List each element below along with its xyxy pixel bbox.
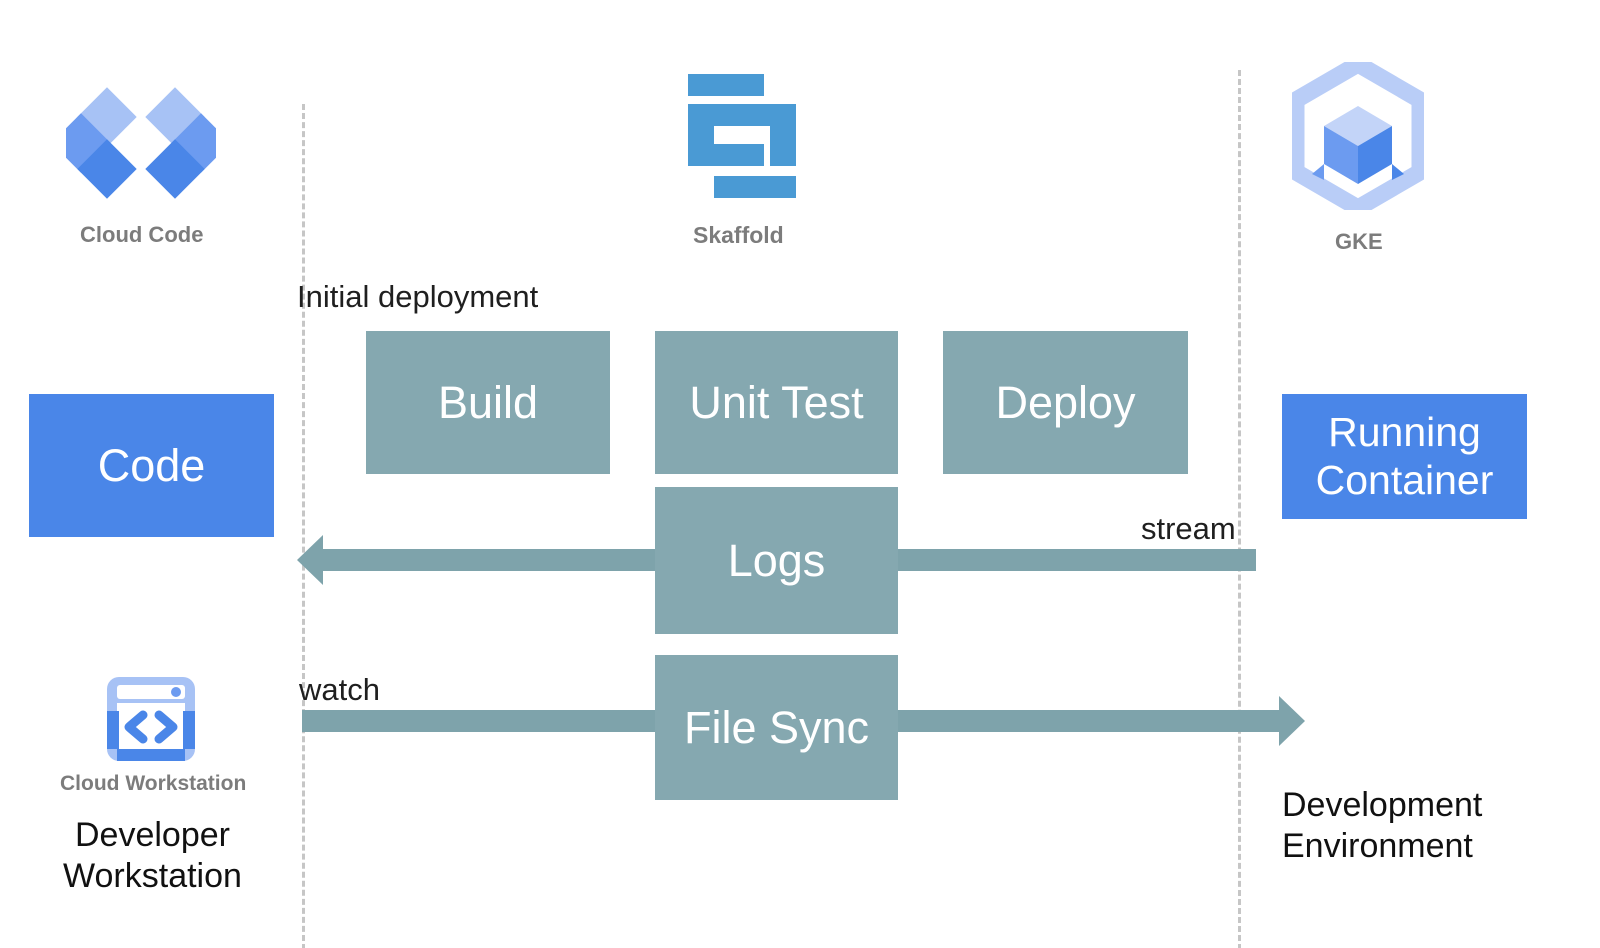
- stage-box-file-sync[interactable]: File Sync: [655, 655, 898, 800]
- gke-label: GKE: [1335, 229, 1383, 254]
- stage-box-logs[interactable]: Logs: [655, 487, 898, 634]
- gke-logo: [1287, 55, 1429, 217]
- boundary-line-left: [302, 104, 305, 948]
- developer-workstation-line1: Developer: [75, 816, 230, 854]
- cloud-code-logo: [51, 80, 231, 200]
- cloud-workstation-label: Cloud Workstation: [60, 772, 247, 795]
- logs-arrow-head: [297, 535, 323, 585]
- boundary-line-right: [1238, 70, 1241, 948]
- skaffold-logo: [684, 74, 800, 198]
- stage-box-deploy[interactable]: Deploy: [943, 331, 1188, 474]
- stage-box-unit-test[interactable]: Unit Test: [655, 331, 898, 474]
- flow-label-stream: stream: [1141, 511, 1236, 546]
- flow-label-initial-deployment: Initial deployment: [297, 279, 539, 314]
- cloud-workstation-logo: [105, 675, 197, 763]
- file-sync-arrow-head: [1279, 696, 1305, 746]
- zone-label-developer-workstation: Developer Workstation: [30, 815, 275, 898]
- development-environment-line2: Environment: [1282, 827, 1473, 866]
- stage-box-build[interactable]: Build: [366, 331, 610, 474]
- flow-label-watch: watch: [299, 672, 380, 707]
- endpoint-box-code[interactable]: Code: [29, 394, 274, 537]
- zone-label-development-environment: Development Environment: [1282, 785, 1542, 868]
- running-container-line1: Running: [1328, 409, 1481, 456]
- running-container-line2: Container: [1315, 456, 1494, 503]
- cloud-code-label: Cloud Code: [80, 222, 204, 247]
- developer-workstation-line2: Workstation: [63, 857, 242, 896]
- development-environment-line1: Development: [1282, 786, 1483, 824]
- skaffold-label: Skaffold: [693, 222, 784, 248]
- endpoint-box-running-container[interactable]: Running Container: [1282, 394, 1527, 519]
